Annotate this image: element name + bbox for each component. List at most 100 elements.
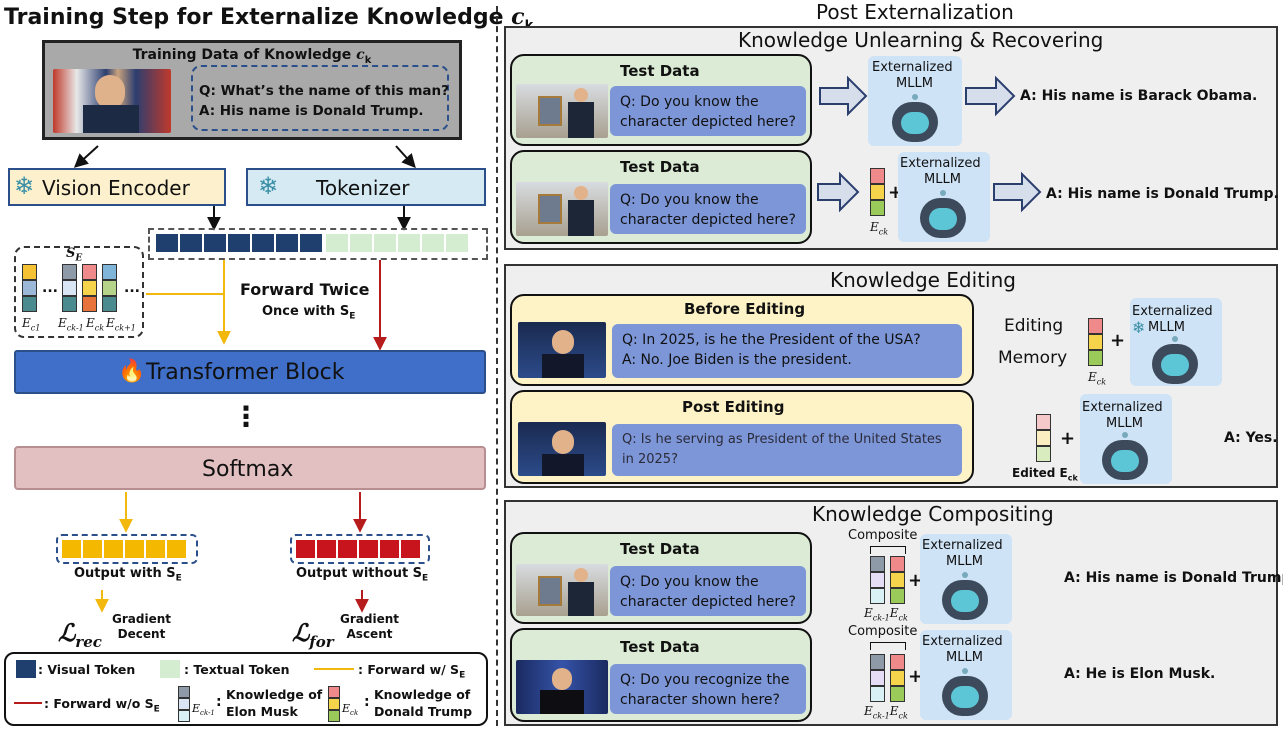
answer-elon: A: He is Elon Musk. bbox=[1064, 666, 1216, 682]
externalized-label-3: Externalized bbox=[1132, 304, 1213, 319]
memory-stack-ck+1 bbox=[102, 264, 117, 312]
robot-icon bbox=[1102, 432, 1148, 480]
arrow-to-tokenizer bbox=[395, 145, 416, 169]
ec-label-r2: Eck bbox=[1088, 370, 1107, 387]
output-without-label: Output without SE bbox=[296, 566, 429, 584]
plus-3: + bbox=[1060, 428, 1076, 449]
composite-bracket-1 bbox=[870, 546, 906, 554]
softmax-block: Softmax bbox=[14, 446, 486, 490]
trump-photo-5 bbox=[516, 564, 608, 616]
hollow-arrow-2b bbox=[993, 171, 1042, 213]
mllm-label-2: MLLM bbox=[924, 172, 961, 187]
legend-visual-token: : Visual Token bbox=[38, 662, 136, 677]
robot-icon bbox=[1152, 336, 1198, 384]
textual-tokens bbox=[326, 234, 468, 252]
training-data-box: Training Data of Knowledge ck Q: What’s … bbox=[42, 40, 462, 140]
trump-photo-1 bbox=[516, 84, 608, 138]
mllm-label-1: MLLM bbox=[896, 76, 933, 91]
composite-label-2: Composite bbox=[848, 624, 918, 639]
ec-label-r1: Eck bbox=[870, 220, 889, 237]
qa-answer: A: His name is Donald Trump. bbox=[199, 103, 424, 119]
ec-label-c1: Ec1 bbox=[22, 316, 41, 333]
memory-stack-trump-3 bbox=[890, 556, 905, 604]
robot-icon bbox=[942, 668, 988, 716]
answer-trump-1: A: His name is Donald Trump. bbox=[1046, 186, 1279, 202]
answer-obama: A: His name is Barack Obama. bbox=[1020, 88, 1258, 104]
question-box-4: Q: Is he serving as President of the Uni… bbox=[612, 424, 962, 476]
title-var: c bbox=[511, 4, 525, 30]
post-editing-label: Post Editing bbox=[682, 398, 785, 416]
tokenizer-label: Tokenizer bbox=[316, 176, 410, 200]
yellow-arrow-icon bbox=[314, 668, 354, 670]
answer-trump-2: A: His name is Donald Trump. bbox=[1064, 570, 1283, 586]
externalized-label-5: Externalized bbox=[922, 538, 1003, 553]
externalized-label-2: Externalized bbox=[900, 156, 981, 171]
legend-textual-token: : Textual Token bbox=[184, 662, 290, 677]
mllm-label-6: MLLM bbox=[946, 650, 983, 665]
mllm-panel-3: Externalized ❄ MLLM bbox=[1130, 298, 1222, 386]
memory-stack-trump-2 bbox=[1088, 318, 1103, 366]
mllm-panel-6: Externalized MLLM bbox=[920, 630, 1012, 720]
hollow-arrow-1b bbox=[965, 75, 1016, 117]
question-box-3: Q: In 2025, is he the President of the U… bbox=[612, 324, 962, 378]
left-title: Training Step for Externalize Knowledge … bbox=[4, 4, 533, 33]
dots-2: ... bbox=[124, 280, 140, 296]
vision-encoder-label: Vision Encoder bbox=[42, 176, 190, 200]
legend-ec-k: Eck bbox=[342, 702, 359, 718]
legend-forward-without: : Forward w/o SE bbox=[44, 696, 160, 715]
memory-stack-elon-1 bbox=[870, 556, 885, 604]
test-data-label-2: Test Data bbox=[620, 158, 700, 176]
edited-ec-label: Edited Eck bbox=[1012, 466, 1078, 483]
hollow-arrow-2a bbox=[817, 171, 860, 213]
memory-stack-elon-2 bbox=[870, 654, 885, 702]
plus-4: + bbox=[908, 570, 924, 591]
fire-icon: 🔥 bbox=[118, 359, 146, 384]
snowflake-icon: ❄ bbox=[258, 172, 279, 200]
mllm-panel-4: Externalized MLLM bbox=[1080, 394, 1172, 484]
robot-icon bbox=[920, 190, 966, 238]
vision-encoder-box: ❄ Vision Encoder bbox=[8, 168, 226, 206]
legend-colon-2: : bbox=[364, 694, 370, 710]
mllm-panel-5: Externalized MLLM bbox=[920, 534, 1012, 624]
ec-label-ck+1: Eck+1 bbox=[106, 316, 136, 333]
ec-pair-label-2: Eck-1Eck bbox=[864, 704, 908, 721]
output-with-box bbox=[56, 534, 198, 564]
transformer-block-label: Transformer Block bbox=[146, 360, 345, 385]
snowflake-icon: ❄ bbox=[1132, 318, 1146, 337]
legend-colon-1: : bbox=[216, 694, 222, 710]
trump-photo bbox=[53, 69, 171, 133]
externalized-label-4: Externalized bbox=[1082, 400, 1163, 415]
snowflake-icon: ❄ bbox=[14, 172, 35, 200]
token-row-box bbox=[148, 228, 488, 260]
panel-editing-title: Knowledge Editing bbox=[830, 268, 1016, 292]
title-sub: k bbox=[525, 18, 534, 33]
forward-twice-label: Forward Twice bbox=[240, 280, 370, 299]
left-arrows-svg bbox=[73, 145, 416, 613]
output-without-box bbox=[290, 534, 430, 564]
editing-label: Editing bbox=[1004, 316, 1064, 336]
before-editing-label: Before Editing bbox=[684, 300, 806, 318]
visual-token-swatch bbox=[16, 660, 36, 678]
robot-icon bbox=[892, 94, 938, 142]
legend-forward-with: : Forward w/ SE bbox=[358, 662, 466, 681]
memory-stack-c1 bbox=[22, 264, 37, 312]
dots-1: ... bbox=[42, 280, 58, 296]
softmax-label: Softmax bbox=[202, 457, 294, 482]
ec-pair-label-1: Eck-1Eck bbox=[864, 606, 908, 623]
mllm-panel-1: Externalized MLLM bbox=[868, 56, 962, 146]
se-label: SE bbox=[66, 246, 83, 264]
se-memory-box bbox=[14, 246, 144, 338]
legend-stack-elon bbox=[178, 686, 190, 722]
panel-compositing-title: Knowledge Compositing bbox=[812, 502, 1054, 526]
once-with-label: Once with SE bbox=[262, 304, 356, 322]
arrow-to-vision bbox=[73, 145, 99, 168]
qa-question: Q: What’s the name of this man? bbox=[199, 83, 449, 99]
transformer-block: 🔥 Transformer Block bbox=[14, 350, 486, 394]
plus-5: + bbox=[908, 666, 924, 687]
externalized-label-6: Externalized bbox=[922, 634, 1003, 649]
red-arrow-icon bbox=[14, 702, 42, 704]
